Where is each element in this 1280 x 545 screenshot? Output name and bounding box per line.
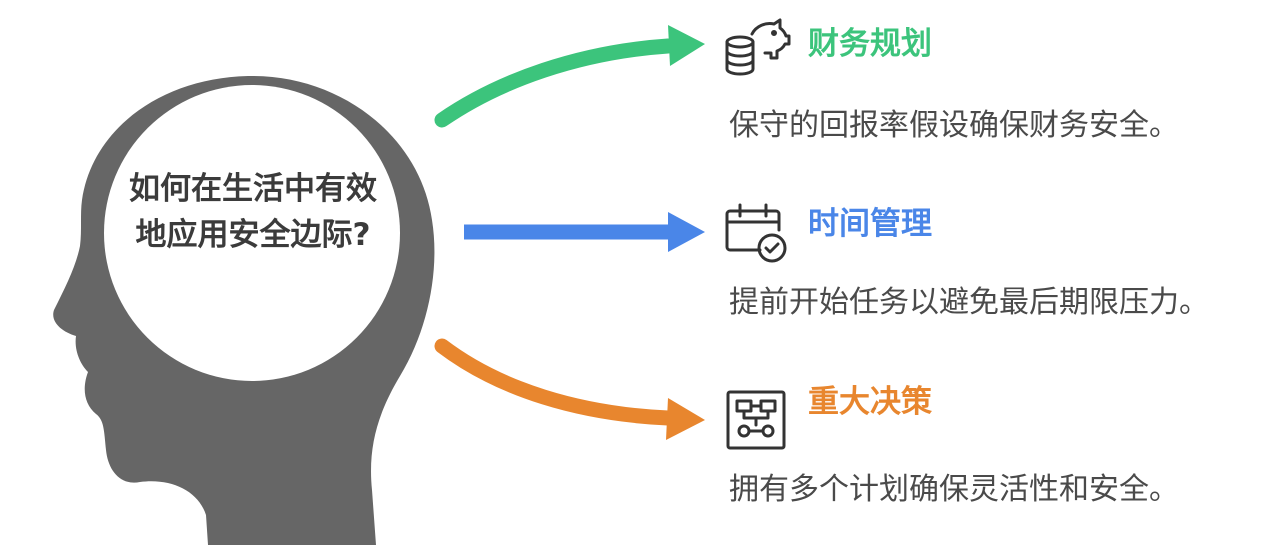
piggy-bank-coins-icon xyxy=(725,18,791,76)
arrow-financial xyxy=(434,38,676,128)
branch-title-financial: 财务规划 xyxy=(808,26,932,62)
branch-desc-financial: 保守的回报率假设确保财务安全。 xyxy=(729,108,1179,143)
branch-desc-decision: 拥有多个计划确保灵活性和安全。 xyxy=(729,472,1179,507)
arrow-time-head xyxy=(668,212,705,252)
thought-circle xyxy=(104,85,400,381)
arrow-decision-head xyxy=(666,398,705,440)
arrow-decision xyxy=(434,338,676,426)
flowchart-icon xyxy=(726,390,786,450)
branch-title-time: 时间管理 xyxy=(808,206,932,242)
central-question: 如何在生活中有效地应用安全边际? xyxy=(129,171,377,253)
arrow-financial-head xyxy=(668,25,705,66)
calendar-check-icon xyxy=(725,203,787,263)
branch-title-decision: 重大决策 xyxy=(808,384,932,420)
branch-desc-time: 提前开始任务以避免最后期限压力。 xyxy=(729,285,1209,320)
